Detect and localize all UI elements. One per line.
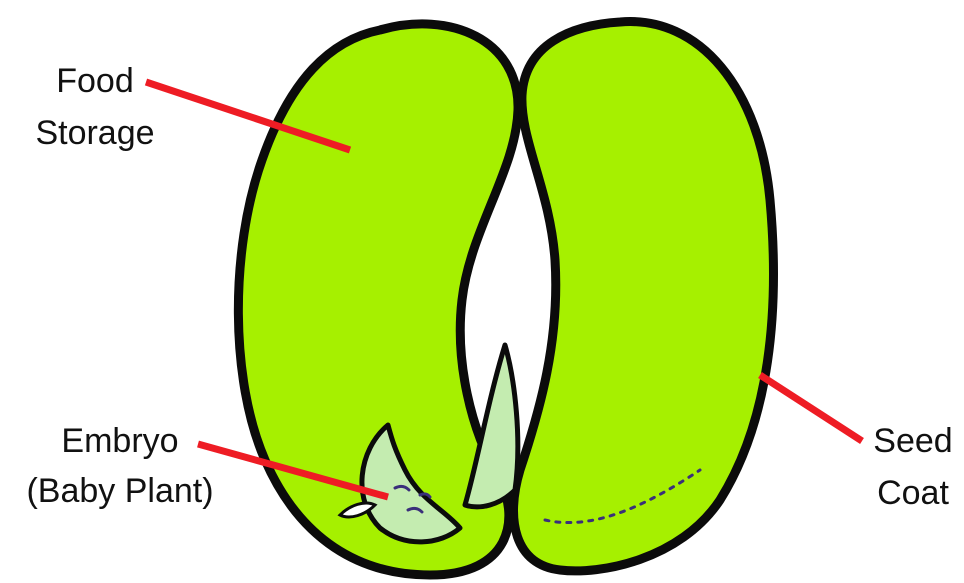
right-cotyledon <box>513 22 773 571</box>
embryo-label-line1: Embryo <box>61 422 178 460</box>
food-storage-label-line1: Food <box>56 62 134 100</box>
seed-coat-pointer <box>760 375 862 441</box>
embryo-label-line2: (Baby Plant) <box>26 472 213 510</box>
seed-coat-label-line2: Coat <box>877 474 949 512</box>
seed-coat-label-line1: Seed <box>873 422 952 460</box>
food-storage-label-line2: Storage <box>35 114 154 152</box>
